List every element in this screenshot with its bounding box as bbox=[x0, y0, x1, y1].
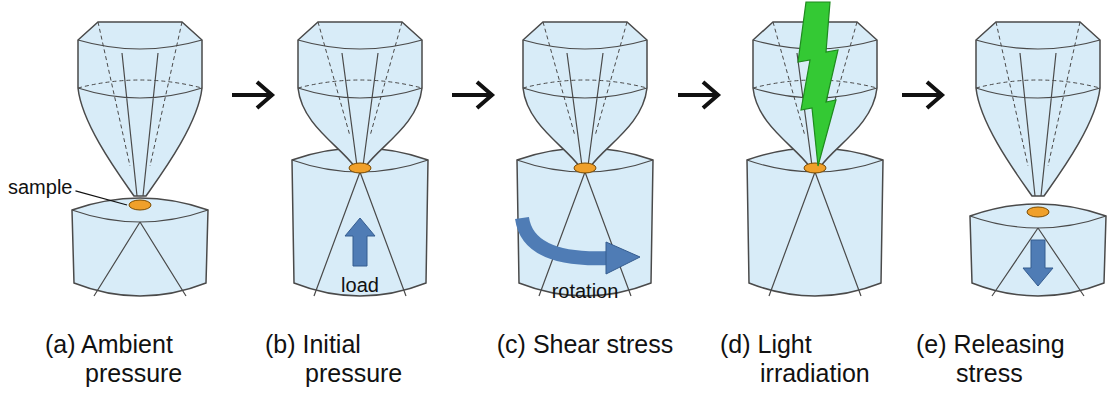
anvil-edge bbox=[523, 40, 647, 166]
step-arrow bbox=[232, 82, 272, 108]
sample-disc bbox=[804, 163, 826, 173]
lower-anvil bbox=[747, 148, 883, 296]
sample-disc bbox=[129, 200, 151, 210]
anvil-pair bbox=[517, 22, 653, 296]
upper-anvil bbox=[78, 22, 202, 196]
stage-caption: (a) Ambient pressure bbox=[45, 330, 235, 388]
force-arrow bbox=[345, 218, 375, 266]
rotation-arrow bbox=[522, 218, 610, 258]
stage-caption: (e) Releasing stress bbox=[916, 330, 1106, 388]
anvil-facet bbox=[539, 172, 631, 296]
hidden-edge bbox=[976, 22, 1100, 166]
anvil-pair bbox=[970, 22, 1106, 296]
stage-caption: (c) Shear stress bbox=[497, 330, 673, 359]
hidden-edge bbox=[78, 22, 202, 166]
sample-disc bbox=[1027, 207, 1049, 217]
light-bolt bbox=[798, 2, 838, 166]
step-arrow bbox=[678, 82, 718, 108]
anvil-edge bbox=[298, 40, 422, 166]
sample-disc bbox=[349, 163, 371, 173]
anvil-edge bbox=[970, 216, 1106, 228]
sample-disc bbox=[574, 163, 596, 173]
step-arrow bbox=[902, 82, 942, 108]
anvil-facet bbox=[769, 172, 861, 296]
rotation-arrowhead bbox=[606, 242, 640, 274]
anvil-facet bbox=[992, 228, 1084, 296]
anvil-edge bbox=[72, 210, 208, 222]
lower-anvil bbox=[72, 198, 208, 296]
lower-anvil bbox=[292, 148, 428, 296]
hidden-edge bbox=[523, 22, 647, 136]
hidden-edge bbox=[298, 22, 422, 136]
step-arrow bbox=[452, 82, 492, 108]
stage-caption: (b) Initial pressure bbox=[265, 330, 455, 388]
upper-anvil bbox=[976, 22, 1100, 196]
lower-anvil bbox=[970, 204, 1106, 296]
action-label: load bbox=[341, 274, 379, 297]
lower-anvil bbox=[517, 148, 653, 296]
anvil-facet bbox=[94, 222, 186, 296]
anvil-pair bbox=[292, 22, 428, 296]
upper-anvil bbox=[523, 22, 647, 166]
stage-caption: (d) Light irradiation bbox=[720, 330, 910, 388]
upper-anvil bbox=[298, 22, 422, 166]
leader-line bbox=[75, 191, 127, 205]
force-arrow bbox=[1023, 240, 1053, 286]
anvil-pair bbox=[72, 22, 208, 296]
anvil-facet bbox=[314, 172, 406, 296]
anvil-edge bbox=[78, 40, 202, 196]
part-label: sample bbox=[8, 176, 72, 199]
anvil-edge bbox=[976, 40, 1100, 196]
action-label: rotation bbox=[552, 280, 619, 303]
